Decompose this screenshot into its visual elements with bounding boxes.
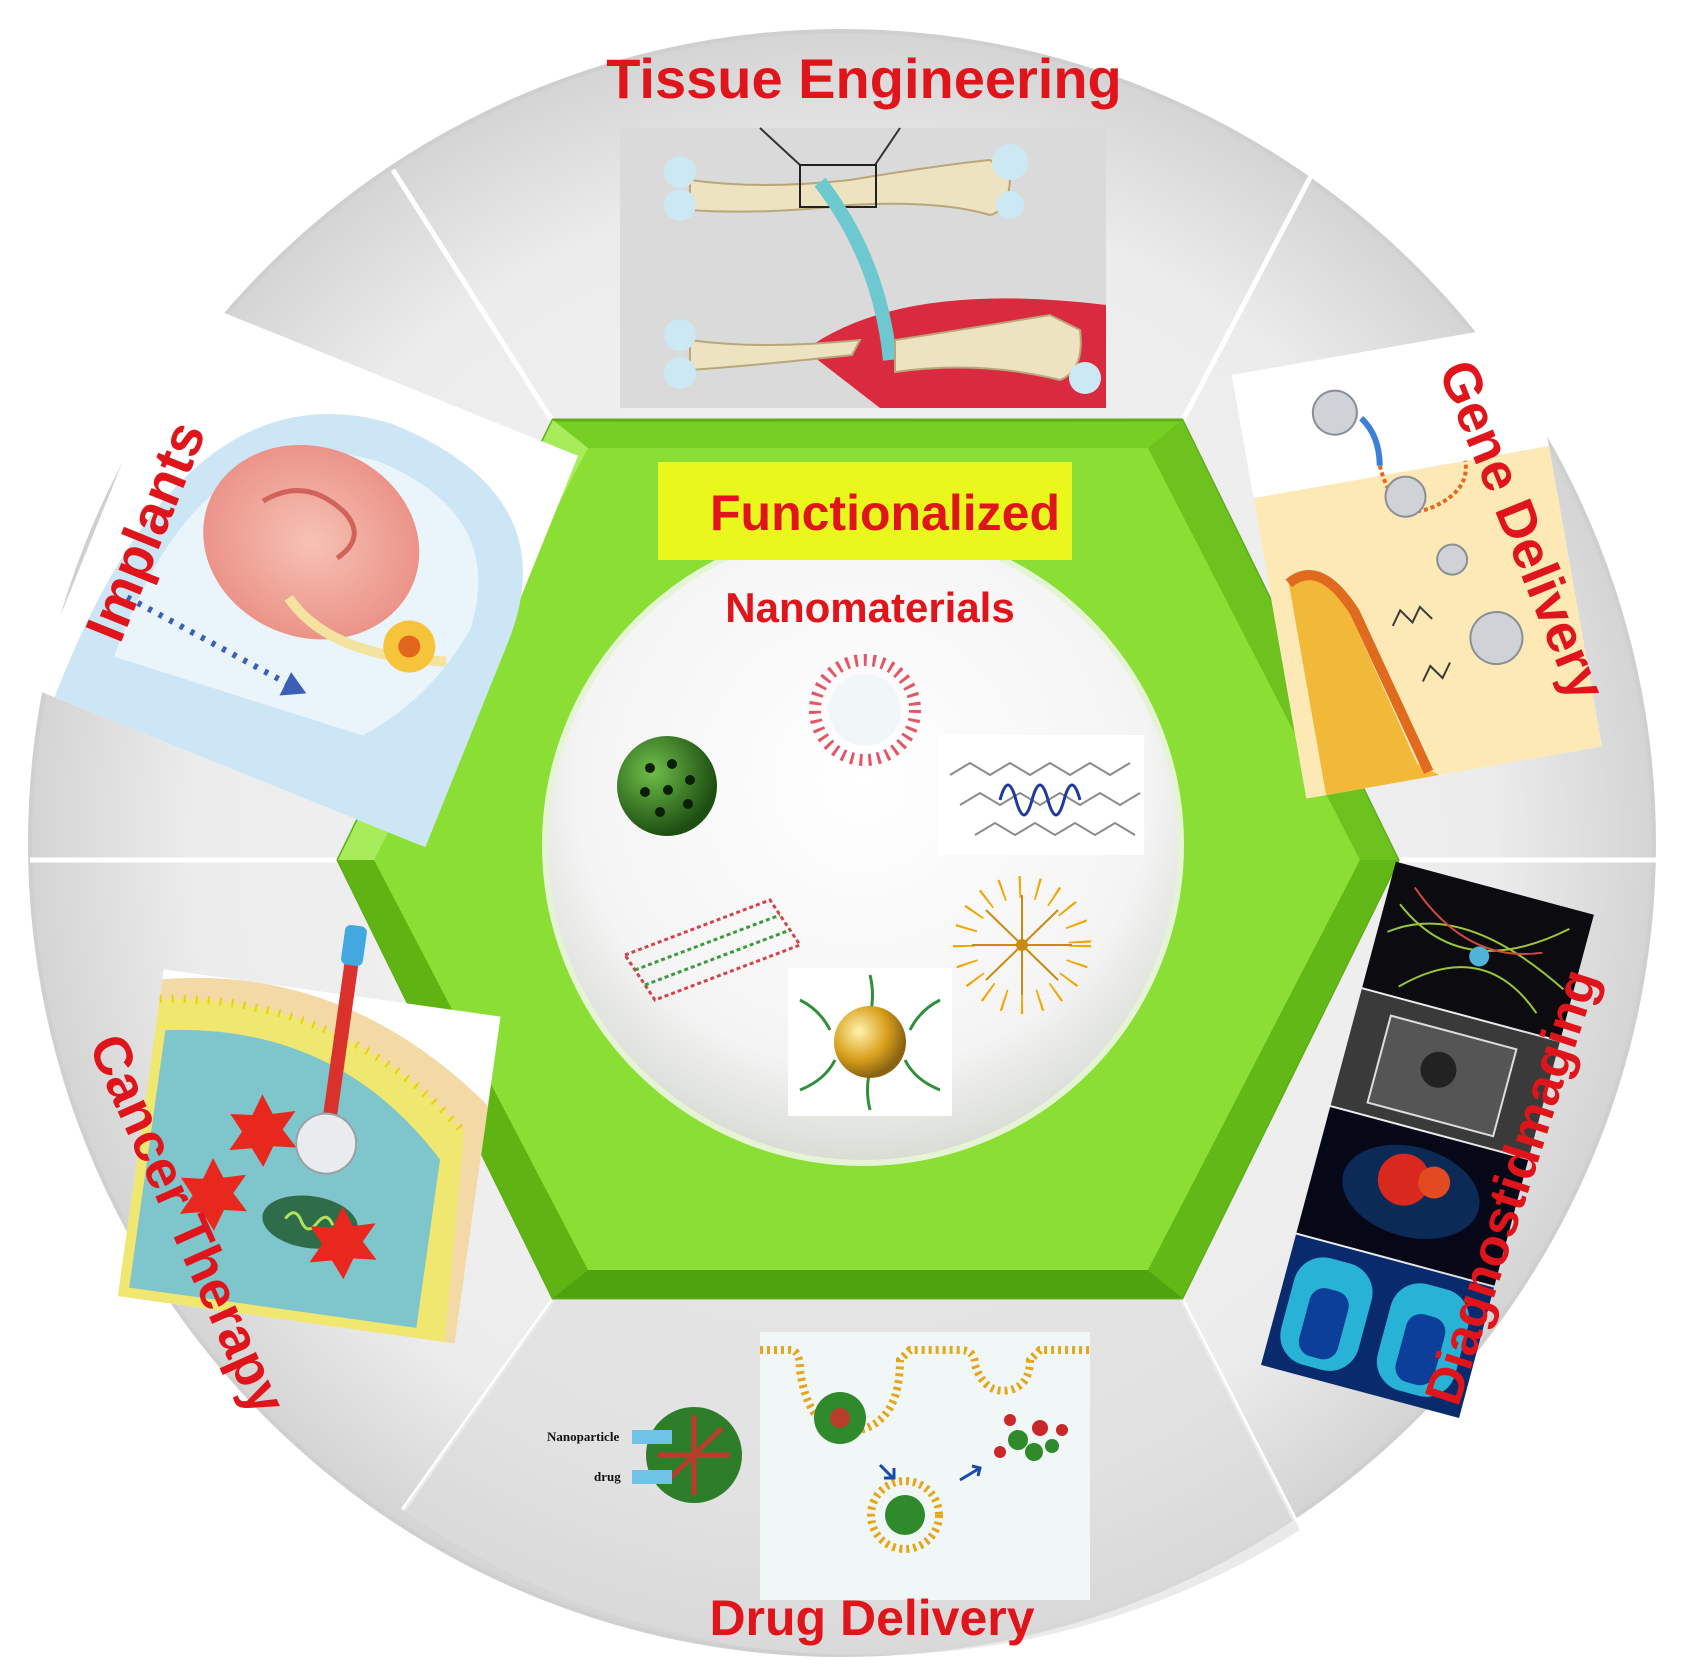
cancer-therapy-panel [117,924,501,1344]
tissue-engineering-label: Tissue Engineering [606,47,1122,110]
center-title-line2: Nanomaterials [725,584,1014,631]
porous-sphere-icon [617,736,717,836]
drug-delivery-label: Drug Delivery [709,1590,1034,1646]
center-title-line1: Functionalized [710,485,1060,541]
gene-delivery-panel [1231,322,1602,799]
gold-nanoparticle-icon [788,968,952,1116]
functionalized-banner [658,462,1072,560]
implants-panel [31,298,579,848]
drug-delivery-panel: Nanoparticle drug [547,1332,1090,1600]
diagnostic-imaging-panel [1261,861,1594,1418]
layered-nanosheet-icon [622,898,803,1002]
tissue-engineering-panel [620,127,1106,408]
micelle-icon [953,876,1091,1014]
graphene-sheet-icon [938,735,1144,855]
nanoparticle-label: Nanoparticle [547,1429,619,1444]
drug-label: drug [594,1469,621,1484]
liposome-icon [809,654,921,766]
